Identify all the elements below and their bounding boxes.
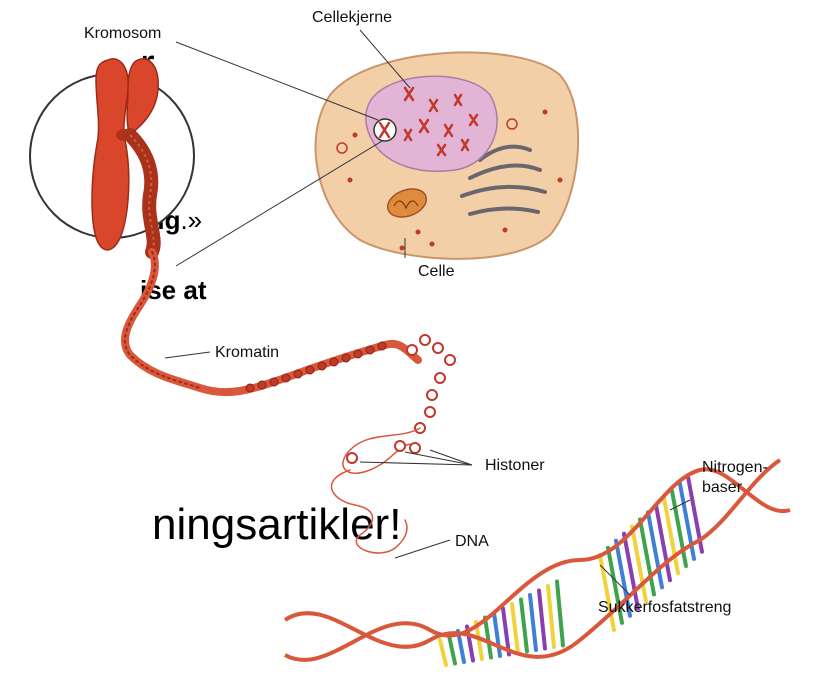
dna-base-pair <box>548 586 554 647</box>
label-sukkerfosfatstreng: Sukkerfosfatstreng <box>598 599 731 616</box>
dna-base-pair <box>557 582 563 646</box>
label-kromosom: Kromosom <box>84 25 161 42</box>
dna-base-pair <box>539 591 545 649</box>
dna-base-pair <box>494 613 500 656</box>
dna-base-pair <box>521 600 527 652</box>
label-cellekjerne: Cellekjerne <box>312 9 392 26</box>
label-nitrogenbaser-line1: Nitrogen- <box>702 459 768 476</box>
label-nitrogenbaser-line2: baser <box>702 479 743 496</box>
chromosome-magnifier <box>30 59 194 252</box>
label-dna: DNA <box>455 533 489 550</box>
cell <box>316 52 579 258</box>
dna-base-pair <box>530 595 536 650</box>
dna-base-pair <box>512 604 518 653</box>
label-kromatin: Kromatin <box>215 344 279 361</box>
dna-base-pair <box>449 636 455 664</box>
dna-base-pair <box>440 640 446 665</box>
chromatin-fiber <box>125 252 455 553</box>
dna-base-pair <box>485 618 491 658</box>
label-histoner: Histoner <box>485 457 545 474</box>
label-celle: Celle <box>418 263 455 280</box>
